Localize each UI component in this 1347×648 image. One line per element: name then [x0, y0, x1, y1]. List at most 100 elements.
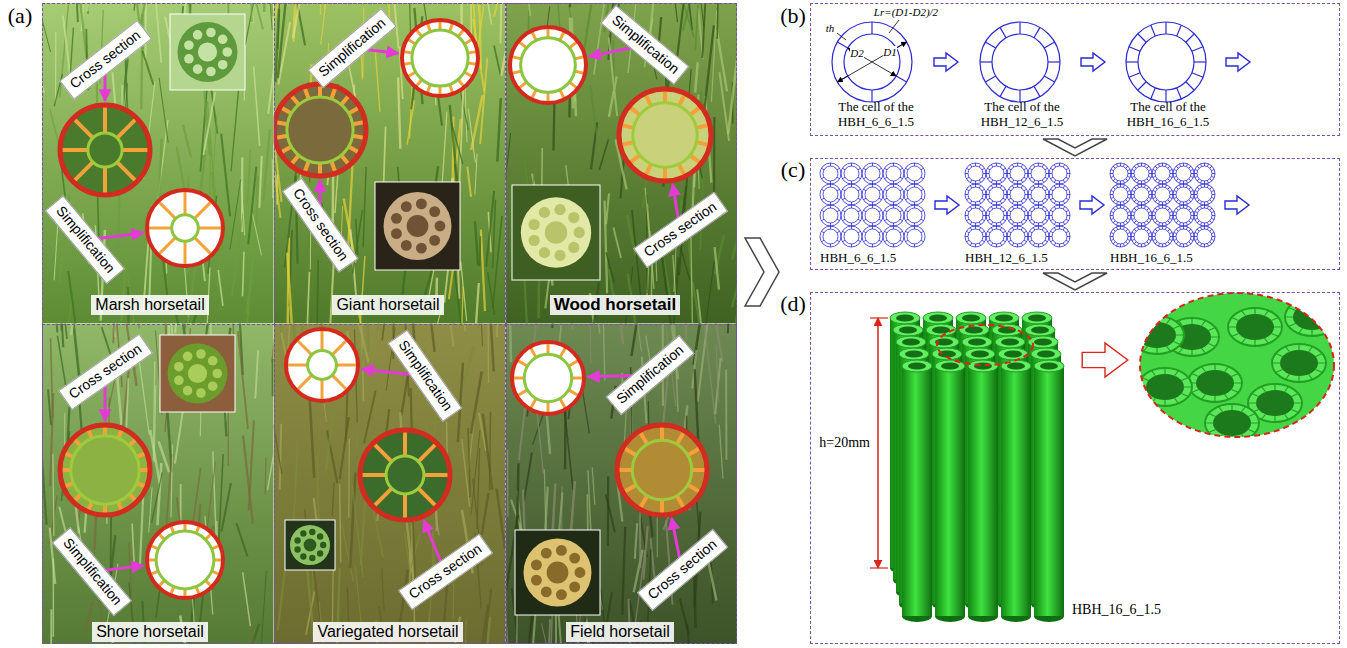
grass-blade — [693, 282, 702, 324]
cell-rib — [991, 222, 993, 225]
grass-blade — [221, 134, 230, 217]
cell-rib — [863, 231, 866, 233]
cell-rib — [1063, 222, 1065, 225]
cell-inner-wall — [886, 187, 901, 202]
cell-rib — [1168, 242, 1170, 244]
cell-rib — [1147, 229, 1149, 231]
cell-rib — [1050, 240, 1053, 242]
photo-canal — [174, 375, 184, 385]
photo-canal — [193, 64, 203, 74]
photo-canal — [554, 250, 565, 261]
grass-blade — [583, 392, 590, 433]
cell-rib — [872, 163, 873, 166]
cell-rib — [1148, 239, 1151, 240]
cell-rib — [1008, 231, 1011, 233]
cell-rib — [863, 177, 866, 179]
cell-rib — [914, 205, 915, 208]
cell-rib — [879, 177, 882, 179]
tube-hole — [968, 338, 986, 345]
simplified-rib — [286, 364, 308, 367]
cell-inner-wall — [1134, 187, 1149, 202]
grass-blade — [443, 324, 454, 347]
cell-rib — [983, 194, 986, 195]
cell-rib — [1045, 210, 1048, 212]
tube-top — [1025, 324, 1055, 336]
cell-outer-wall — [841, 163, 862, 184]
cell-rib — [1038, 244, 1039, 247]
cell-rib — [842, 189, 845, 191]
cell-rib — [1008, 198, 1011, 200]
stem-rib — [373, 443, 391, 461]
cell-rib — [858, 198, 861, 200]
photo-canal — [547, 562, 569, 584]
cell-rib — [1038, 184, 1039, 187]
cell-rib — [1169, 169, 1172, 170]
cell-rib — [900, 240, 903, 242]
grass-blade — [238, 331, 248, 429]
cell-rib — [1207, 222, 1208, 225]
stem-rib — [418, 443, 436, 461]
cell-rib — [837, 210, 840, 212]
cell-rib — [1126, 200, 1128, 202]
cell-rib — [1168, 187, 1170, 189]
photo-canal — [529, 219, 540, 230]
grass-blade — [426, 324, 434, 352]
cell-rib — [966, 189, 969, 191]
cell-rib — [1147, 200, 1149, 202]
cell-rib — [1183, 244, 1184, 247]
cell-rib — [1169, 232, 1172, 233]
cell-rib — [1126, 229, 1128, 231]
cell-rib — [1148, 176, 1151, 177]
cell-rib — [1003, 210, 1006, 212]
cell-rib — [987, 189, 990, 191]
cell-rib — [1165, 22, 1166, 34]
grass-blade — [481, 229, 485, 311]
cell-rib — [858, 189, 861, 191]
cell-rib — [982, 240, 985, 242]
cell-inner-wall — [823, 187, 838, 202]
cell-rib — [1123, 206, 1124, 209]
cell-rib — [1165, 206, 1166, 209]
grass-blade — [326, 408, 334, 471]
grass-blade — [460, 84, 464, 182]
photo-section — [290, 525, 330, 565]
cell-rib — [1169, 197, 1172, 198]
cell-rib — [1024, 219, 1027, 221]
cell-rib — [1126, 221, 1128, 223]
cell-rib — [1054, 201, 1056, 204]
stem-rib — [73, 118, 93, 138]
cell-inner-wall — [1010, 166, 1025, 181]
cell-inner-wall — [989, 187, 1004, 202]
cell-rib — [1162, 244, 1163, 247]
tube-top — [1034, 360, 1064, 372]
photo-canal — [320, 542, 326, 548]
cell-rib — [837, 42, 847, 48]
cell-rib — [975, 181, 976, 184]
cell-rib — [921, 231, 924, 233]
cell-outer-wall — [1110, 184, 1131, 205]
tube-body — [968, 366, 998, 616]
cell-rib — [1024, 189, 1027, 191]
cell-rib — [1066, 198, 1069, 200]
cell-rib — [1197, 221, 1199, 223]
cell-rib — [1149, 173, 1152, 174]
tube-top — [992, 324, 1022, 336]
cell-rib — [1029, 210, 1032, 212]
cell-rib — [1169, 176, 1172, 177]
grass-blade — [481, 589, 492, 644]
cell-rib — [1195, 176, 1198, 177]
cell-rib — [982, 219, 985, 221]
cell-rib — [1197, 242, 1199, 244]
step-arrow — [1080, 196, 1104, 214]
cell-rib — [1148, 169, 1151, 170]
cell-rib — [1000, 27, 1006, 37]
tube-hole — [974, 362, 992, 369]
cell-rib — [905, 231, 908, 233]
cell-rib — [842, 210, 845, 212]
cell-rib — [914, 181, 915, 184]
cell-rib — [1183, 226, 1184, 229]
cell-rib — [979, 185, 981, 188]
cell-rib — [986, 194, 989, 195]
stem-rib — [103, 167, 107, 195]
cell-rib — [1207, 201, 1208, 204]
